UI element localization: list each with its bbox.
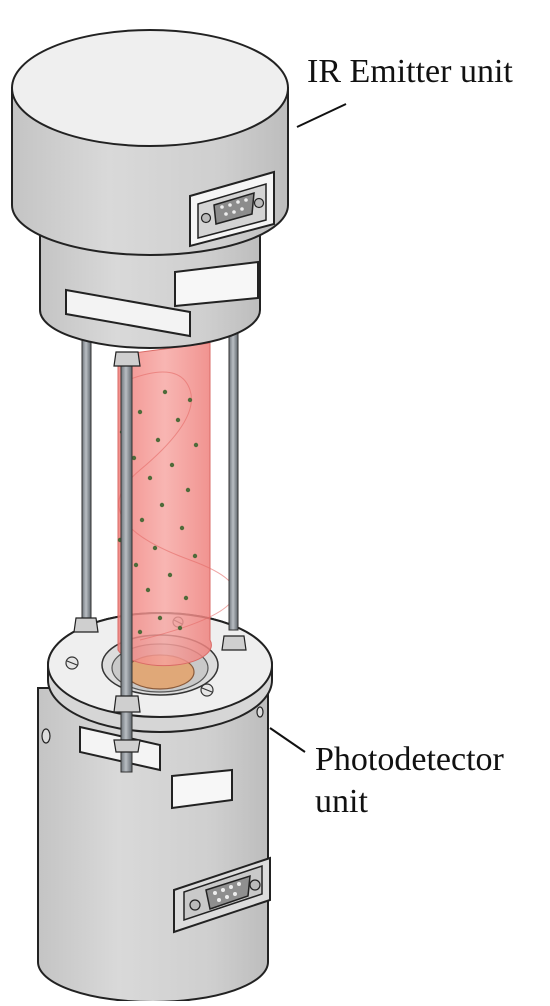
photodetector-label-line1: Photodetector — [315, 741, 504, 778]
nut-front-top — [113, 351, 141, 367]
ir-beam — [117, 342, 236, 667]
rod-front — [120, 354, 133, 701]
db9-connector-icon — [173, 856, 271, 934]
ir-emitter-unit — [11, 29, 289, 349]
detector-window-right — [171, 768, 233, 810]
nut-front-bottom — [113, 695, 141, 773]
nut-back-left — [73, 617, 99, 633]
emitter-top-face — [11, 29, 289, 147]
rod-back-right — [228, 329, 239, 631]
emitter-collar-window-right — [174, 260, 259, 308]
photodetector-label-line2: unit — [315, 783, 368, 820]
ir-emitter-label: IR Emitter unit — [307, 53, 513, 90]
nut-back-right — [221, 635, 247, 651]
photodetector-body — [37, 687, 269, 1003]
plate-screw-left — [65, 656, 79, 670]
emitter-leader-line — [296, 103, 347, 128]
rod-back-left — [81, 334, 92, 626]
photodetector-unit — [37, 612, 273, 1003]
db9-connector-icon — [197, 182, 267, 239]
emitter-collar-window-left — [65, 288, 191, 338]
photodetector-leader-line — [269, 727, 306, 753]
plate-screw-right — [200, 683, 214, 697]
